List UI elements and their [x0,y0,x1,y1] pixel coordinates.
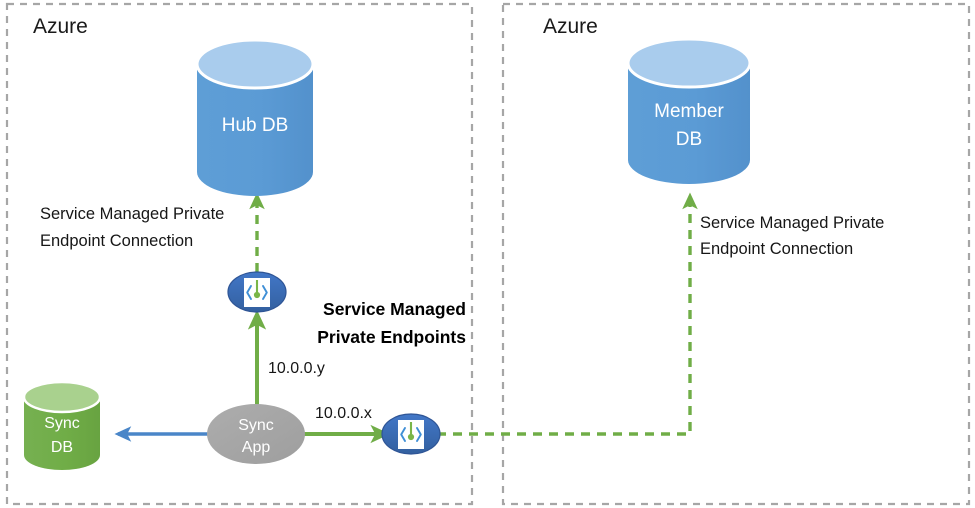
annotation-member-connection-line2: Endpoint Connection [700,240,853,258]
annotation-member-connection-line1: Service Managed Private [700,214,884,232]
member-db-top [626,37,752,89]
node-sync-db[interactable]: Sync DB [22,380,102,470]
hub-db-label: Hub DB [222,115,289,136]
zone-label-left: Azure [33,15,88,38]
sync-app-label-line2: App [242,439,271,456]
annotation-endpoints-title-line2: Private Endpoints [317,327,466,347]
annotation-endpoints-title-line1: Service Managed [323,299,466,319]
sync-db-body [24,397,100,470]
zone-boundary-left [5,2,474,506]
annotation-hub-connection-line2: Endpoint Connection [40,232,193,250]
node-private-endpoint-member[interactable] [381,413,441,455]
sync-db-label-line2: DB [51,439,73,456]
sync-app-shape [207,404,305,464]
ip-label-member: 10.0.0.x [315,405,372,422]
sync-db-top [22,380,102,414]
member-db-label-line2: DB [676,129,702,150]
zone-boundary-right [501,2,971,506]
node-sync-app[interactable]: Sync App [207,404,305,464]
annotation-member-connection: Service Managed Private Endpoint Connect… [700,214,884,258]
private-link-icon [398,420,424,449]
annotation-hub-connection: Service Managed Private Endpoint Connect… [40,205,224,250]
annotation-hub-connection-line1: Service Managed Private [40,205,224,223]
member-db-body [628,63,750,184]
node-member-db[interactable]: Member DB [626,37,752,184]
zone-label-right: Azure [543,15,598,38]
sync-db-label-line1: Sync [44,415,80,432]
edge-pe-member-to-memberdb [437,192,698,436]
private-link-icon [244,278,270,307]
ip-label-hub: 10.0.0.y [268,360,325,377]
node-private-endpoint-hub[interactable] [227,271,287,313]
node-hub-db[interactable]: Hub DB [195,38,315,196]
annotation-endpoints-title: Service Managed Private Endpoints [317,299,466,347]
hub-db-top [195,38,315,90]
hub-db-body [197,64,313,196]
member-db-label-line1: Member [654,101,724,122]
sync-app-label-line1: Sync [238,417,274,434]
